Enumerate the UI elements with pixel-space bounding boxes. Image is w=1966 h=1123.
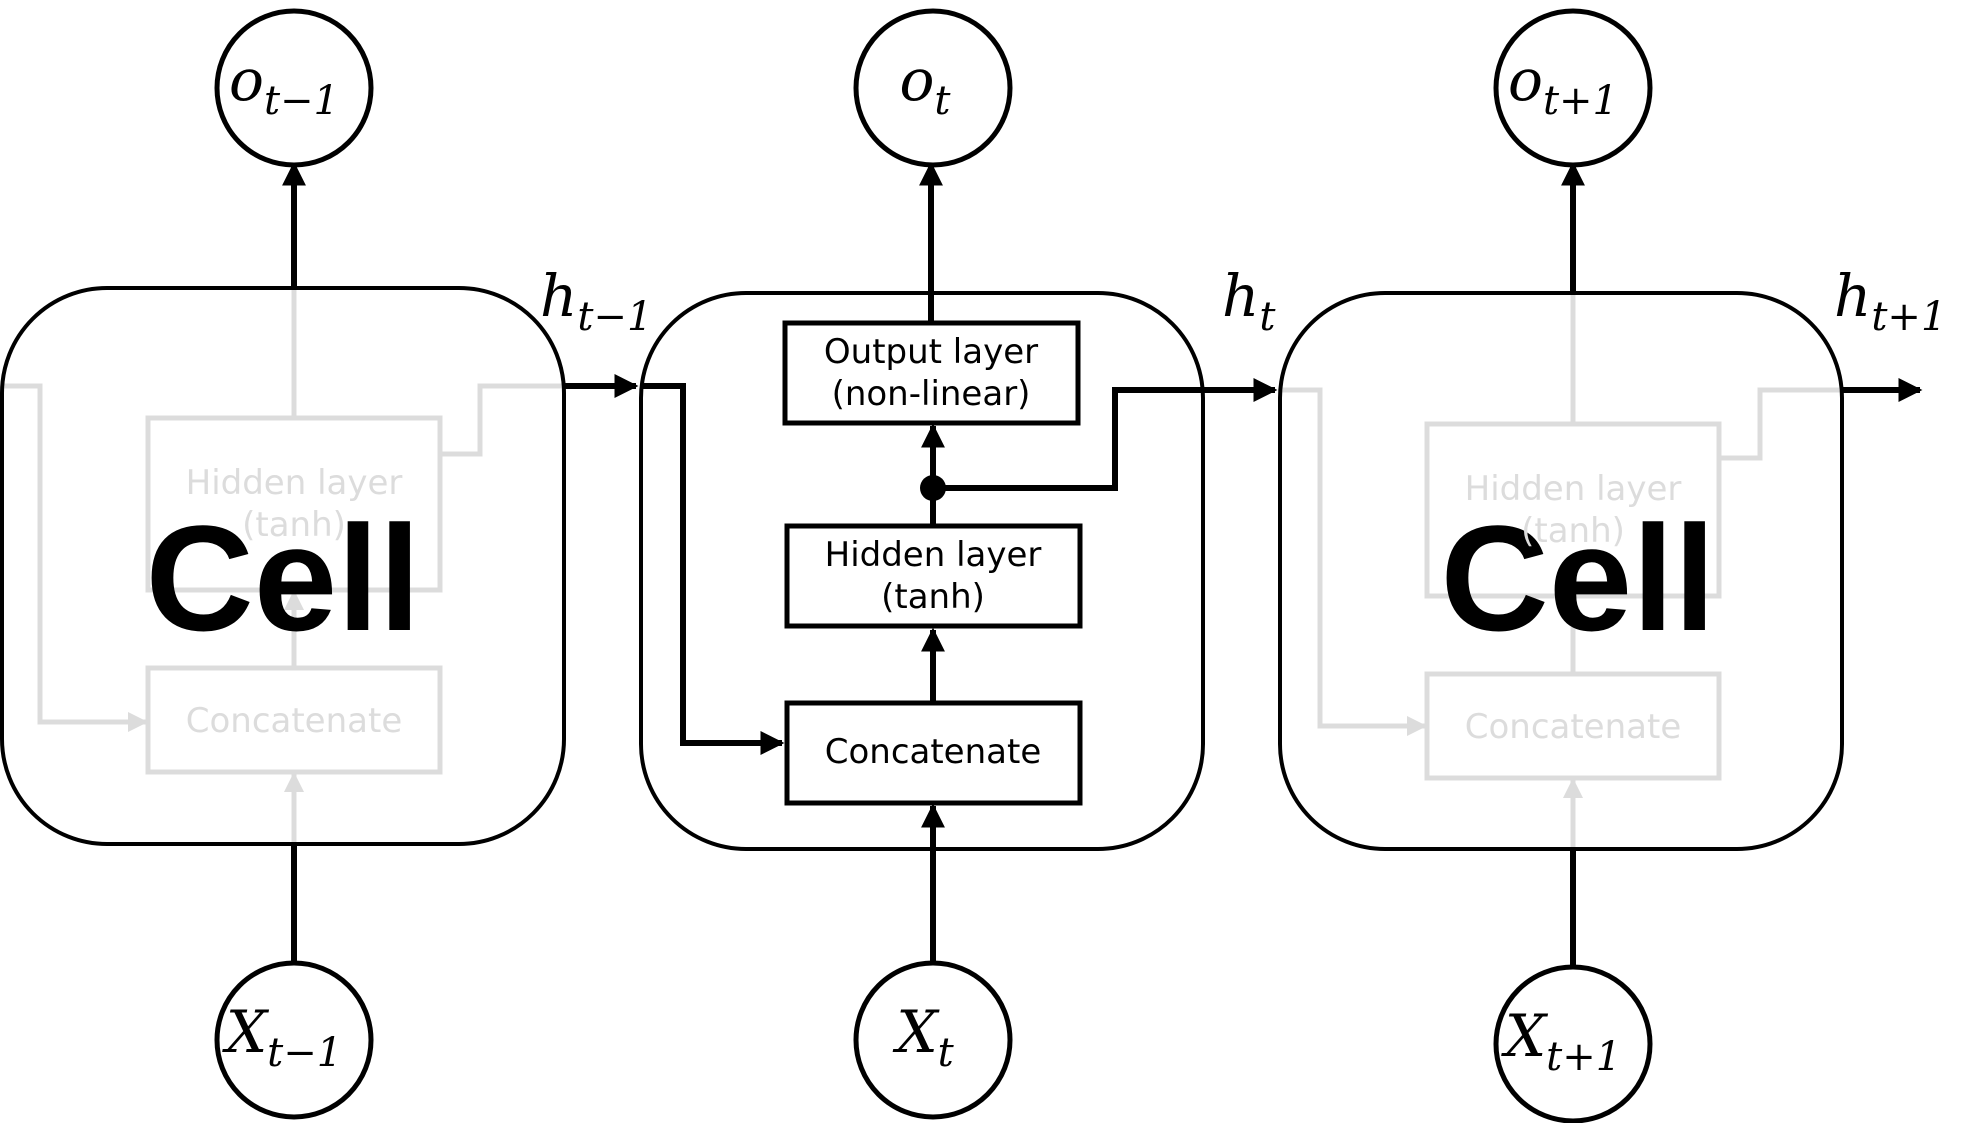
cell-current: Concatenate Hidden layer (tanh) Output l… — [639, 291, 1205, 851]
cell-current-hidden-label-1: Hidden layer — [825, 535, 1042, 575]
hidden-next-sub: t+1 — [1871, 294, 1946, 340]
hidden-next-base: h — [1834, 262, 1871, 330]
input-node-prev: Xt−1 — [214, 960, 374, 1120]
svg-text:ot−1: ot−1 — [229, 46, 339, 124]
cell-next-recurrent-path — [1280, 387, 1427, 736]
hidden-state-current-label: ht — [1222, 262, 1276, 340]
cell-prev-recurrent-path — [2, 383, 148, 732]
output-node-prev: ot−1 — [214, 8, 374, 168]
cell-prev-big-label: Cell — [145, 494, 420, 662]
cell-next-internals — [1280, 295, 1843, 850]
output-node-next: ot+1 — [1493, 8, 1653, 168]
cell-next-big-label: Cell — [1440, 494, 1715, 662]
cell-current-output-label-2: (non-linear) — [832, 374, 1031, 414]
output-node-current: ot — [853, 8, 1013, 168]
cell-prev-box — [0, 286, 566, 846]
output-prev-base: o — [229, 46, 264, 114]
input-prev-base: X — [222, 998, 270, 1066]
svg-text:Xt+1: Xt+1 — [1501, 1002, 1621, 1080]
cell-next-hidden-label-2: (tanh) — [1521, 511, 1625, 551]
output-prev-sub: t−1 — [264, 78, 339, 124]
cell-next: Cell Hidden layer (tanh) Concatenate — [1278, 291, 1844, 851]
cell-prev-hidden-label-1: Hidden layer — [186, 463, 403, 503]
svg-text:Xt: Xt — [892, 998, 954, 1076]
input-current-base: X — [892, 998, 940, 1066]
hidden-prev-base: h — [540, 262, 577, 330]
cell-current-hidden-box — [784, 523, 1083, 629]
cell-next-box — [1278, 291, 1844, 851]
cell-prev: Cell Hidden layer (tanh) Concatenate — [0, 286, 566, 846]
hidden-prev-sub: t−1 — [577, 294, 652, 340]
cell-current-hidden-label-2: (tanh) — [881, 577, 985, 617]
cell-current-hidden-exit-path — [933, 387, 1203, 491]
cell-current-output-box — [782, 320, 1081, 426]
svg-text:ot+1: ot+1 — [1508, 46, 1618, 124]
output-next-sub: t+1 — [1543, 78, 1618, 124]
hidden-state-prev-label: ht−1 — [540, 262, 652, 340]
cell-current-box — [639, 291, 1205, 851]
cell-next-hidden-exit-path — [1719, 387, 1843, 461]
cell-prev-hidden-label-2: (tanh) — [242, 505, 346, 545]
hidden-current-base: h — [1222, 262, 1259, 330]
output-current-sub: t — [934, 78, 951, 124]
hidden-state-next-label: ht+1 — [1834, 262, 1946, 340]
output-next-base: o — [1508, 46, 1543, 114]
input-current-sub: t — [938, 1030, 955, 1076]
svg-text:Xt−1: Xt−1 — [222, 998, 342, 1076]
cell-current-concat-box — [784, 700, 1083, 806]
input-node-next: Xt+1 — [1493, 964, 1653, 1123]
input-next-base: X — [1501, 1002, 1549, 1070]
output-current-base: o — [900, 46, 935, 114]
input-node-current: Xt — [853, 960, 1013, 1120]
cell-prev-hidden-exit-path — [440, 383, 564, 457]
cell-prev-concat-label: Concatenate — [186, 701, 403, 741]
cell-current-concat-label: Concatenate — [825, 732, 1042, 772]
cell-next-hidden-label-1: Hidden layer — [1465, 469, 1682, 509]
input-next-sub: t+1 — [1546, 1034, 1621, 1080]
cell-prev-internals — [2, 290, 564, 845]
cell-next-concat-label: Concatenate — [1465, 707, 1682, 747]
input-prev-sub: t−1 — [267, 1030, 342, 1076]
cell-current-output-label-1: Output layer — [824, 332, 1038, 372]
svg-text:ot: ot — [900, 46, 952, 124]
hidden-current-sub: t — [1259, 294, 1276, 340]
cell-current-recurrent-path — [641, 383, 785, 755]
